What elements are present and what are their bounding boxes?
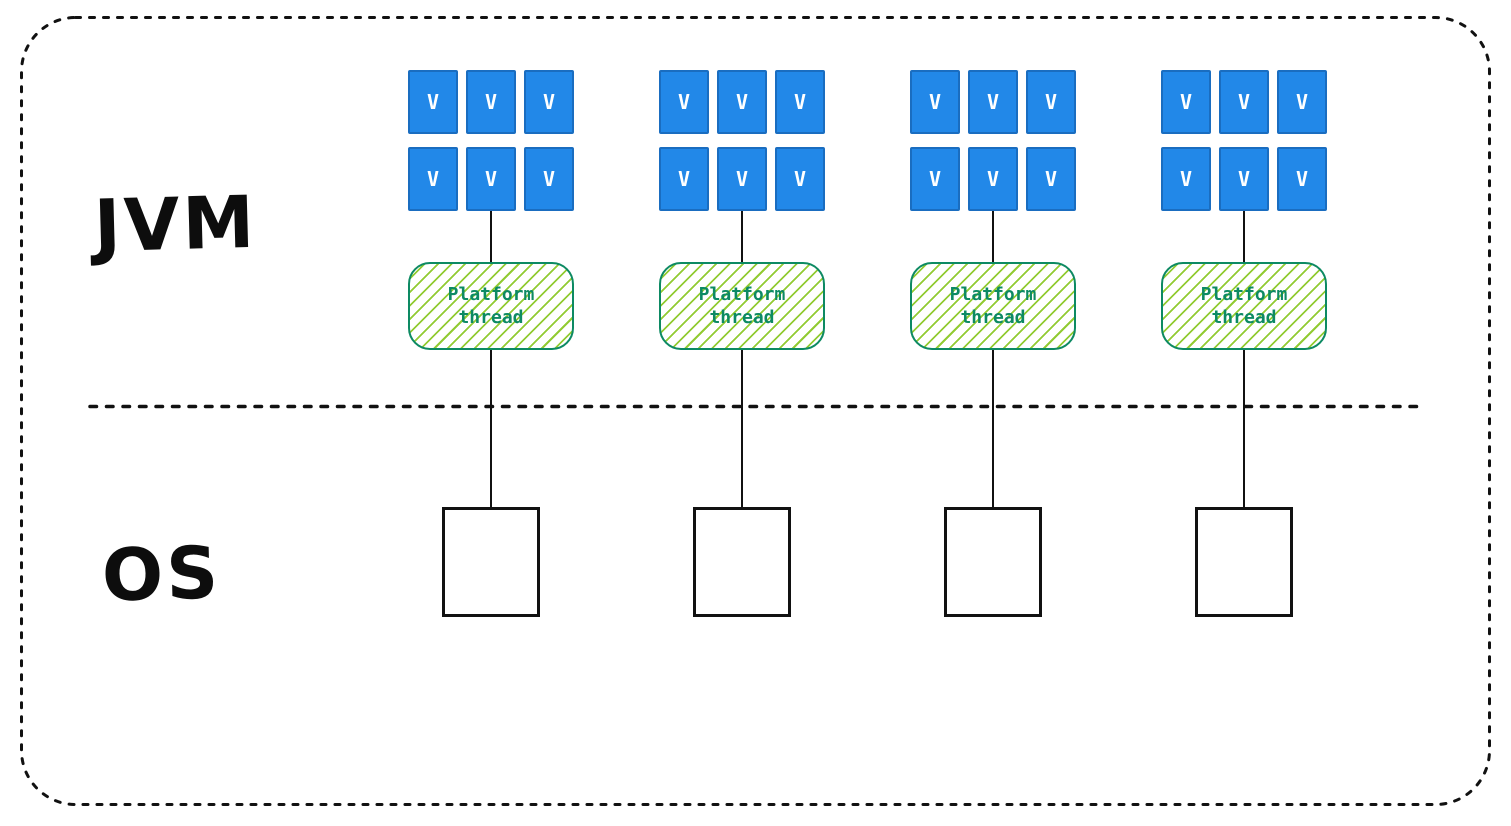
virtual-thread-box: V <box>910 147 960 211</box>
os-thread-box <box>944 507 1042 617</box>
platform-to-os-connector <box>1242 350 1246 507</box>
virtual-thread-box: V <box>524 147 574 211</box>
virtual-thread-box: V <box>659 147 709 211</box>
virtual-thread-box: V <box>717 147 767 211</box>
virtual-thread-box: V <box>1277 147 1327 211</box>
platform-to-os-connector <box>489 350 493 507</box>
virtual-thread-box: V <box>1219 147 1269 211</box>
virtual-to-platform-connector <box>489 211 493 262</box>
jvm-section-label: JVM <box>92 179 259 269</box>
virtual-thread-box: V <box>910 70 960 134</box>
virtual-to-platform-connector <box>1242 211 1246 262</box>
virtual-thread-box: V <box>408 147 458 211</box>
virtual-thread-box: V <box>1277 70 1327 134</box>
platform-thread-box: Platform thread <box>659 262 825 350</box>
virtual-thread-box: V <box>466 70 516 134</box>
virtual-thread-box: V <box>1161 70 1211 134</box>
platform-to-os-connector <box>740 350 744 507</box>
platform-thread-box: Platform thread <box>1161 262 1327 350</box>
virtual-to-platform-connector <box>740 211 744 262</box>
virtual-thread-box: V <box>659 70 709 134</box>
platform-thread-box: Platform thread <box>910 262 1076 350</box>
virtual-thread-box: V <box>1161 147 1211 211</box>
os-thread-box <box>693 507 791 617</box>
platform-to-os-connector <box>991 350 995 507</box>
virtual-thread-box: V <box>524 70 574 134</box>
outer-dotted-border <box>20 16 1491 806</box>
virtual-thread-box: V <box>775 70 825 134</box>
virtual-thread-box: V <box>775 147 825 211</box>
virtual-to-platform-connector <box>991 211 995 262</box>
os-thread-box <box>1195 507 1293 617</box>
os-thread-box <box>442 507 540 617</box>
os-section-label: OS <box>100 530 223 618</box>
virtual-thread-box: V <box>1026 70 1076 134</box>
platform-thread-box: Platform thread <box>408 262 574 350</box>
virtual-thread-box: V <box>968 70 1018 134</box>
virtual-thread-box: V <box>968 147 1018 211</box>
virtual-thread-box: V <box>717 70 767 134</box>
virtual-thread-box: V <box>1219 70 1269 134</box>
virtual-thread-box: V <box>1026 147 1076 211</box>
virtual-thread-box: V <box>408 70 458 134</box>
virtual-thread-box: V <box>466 147 516 211</box>
